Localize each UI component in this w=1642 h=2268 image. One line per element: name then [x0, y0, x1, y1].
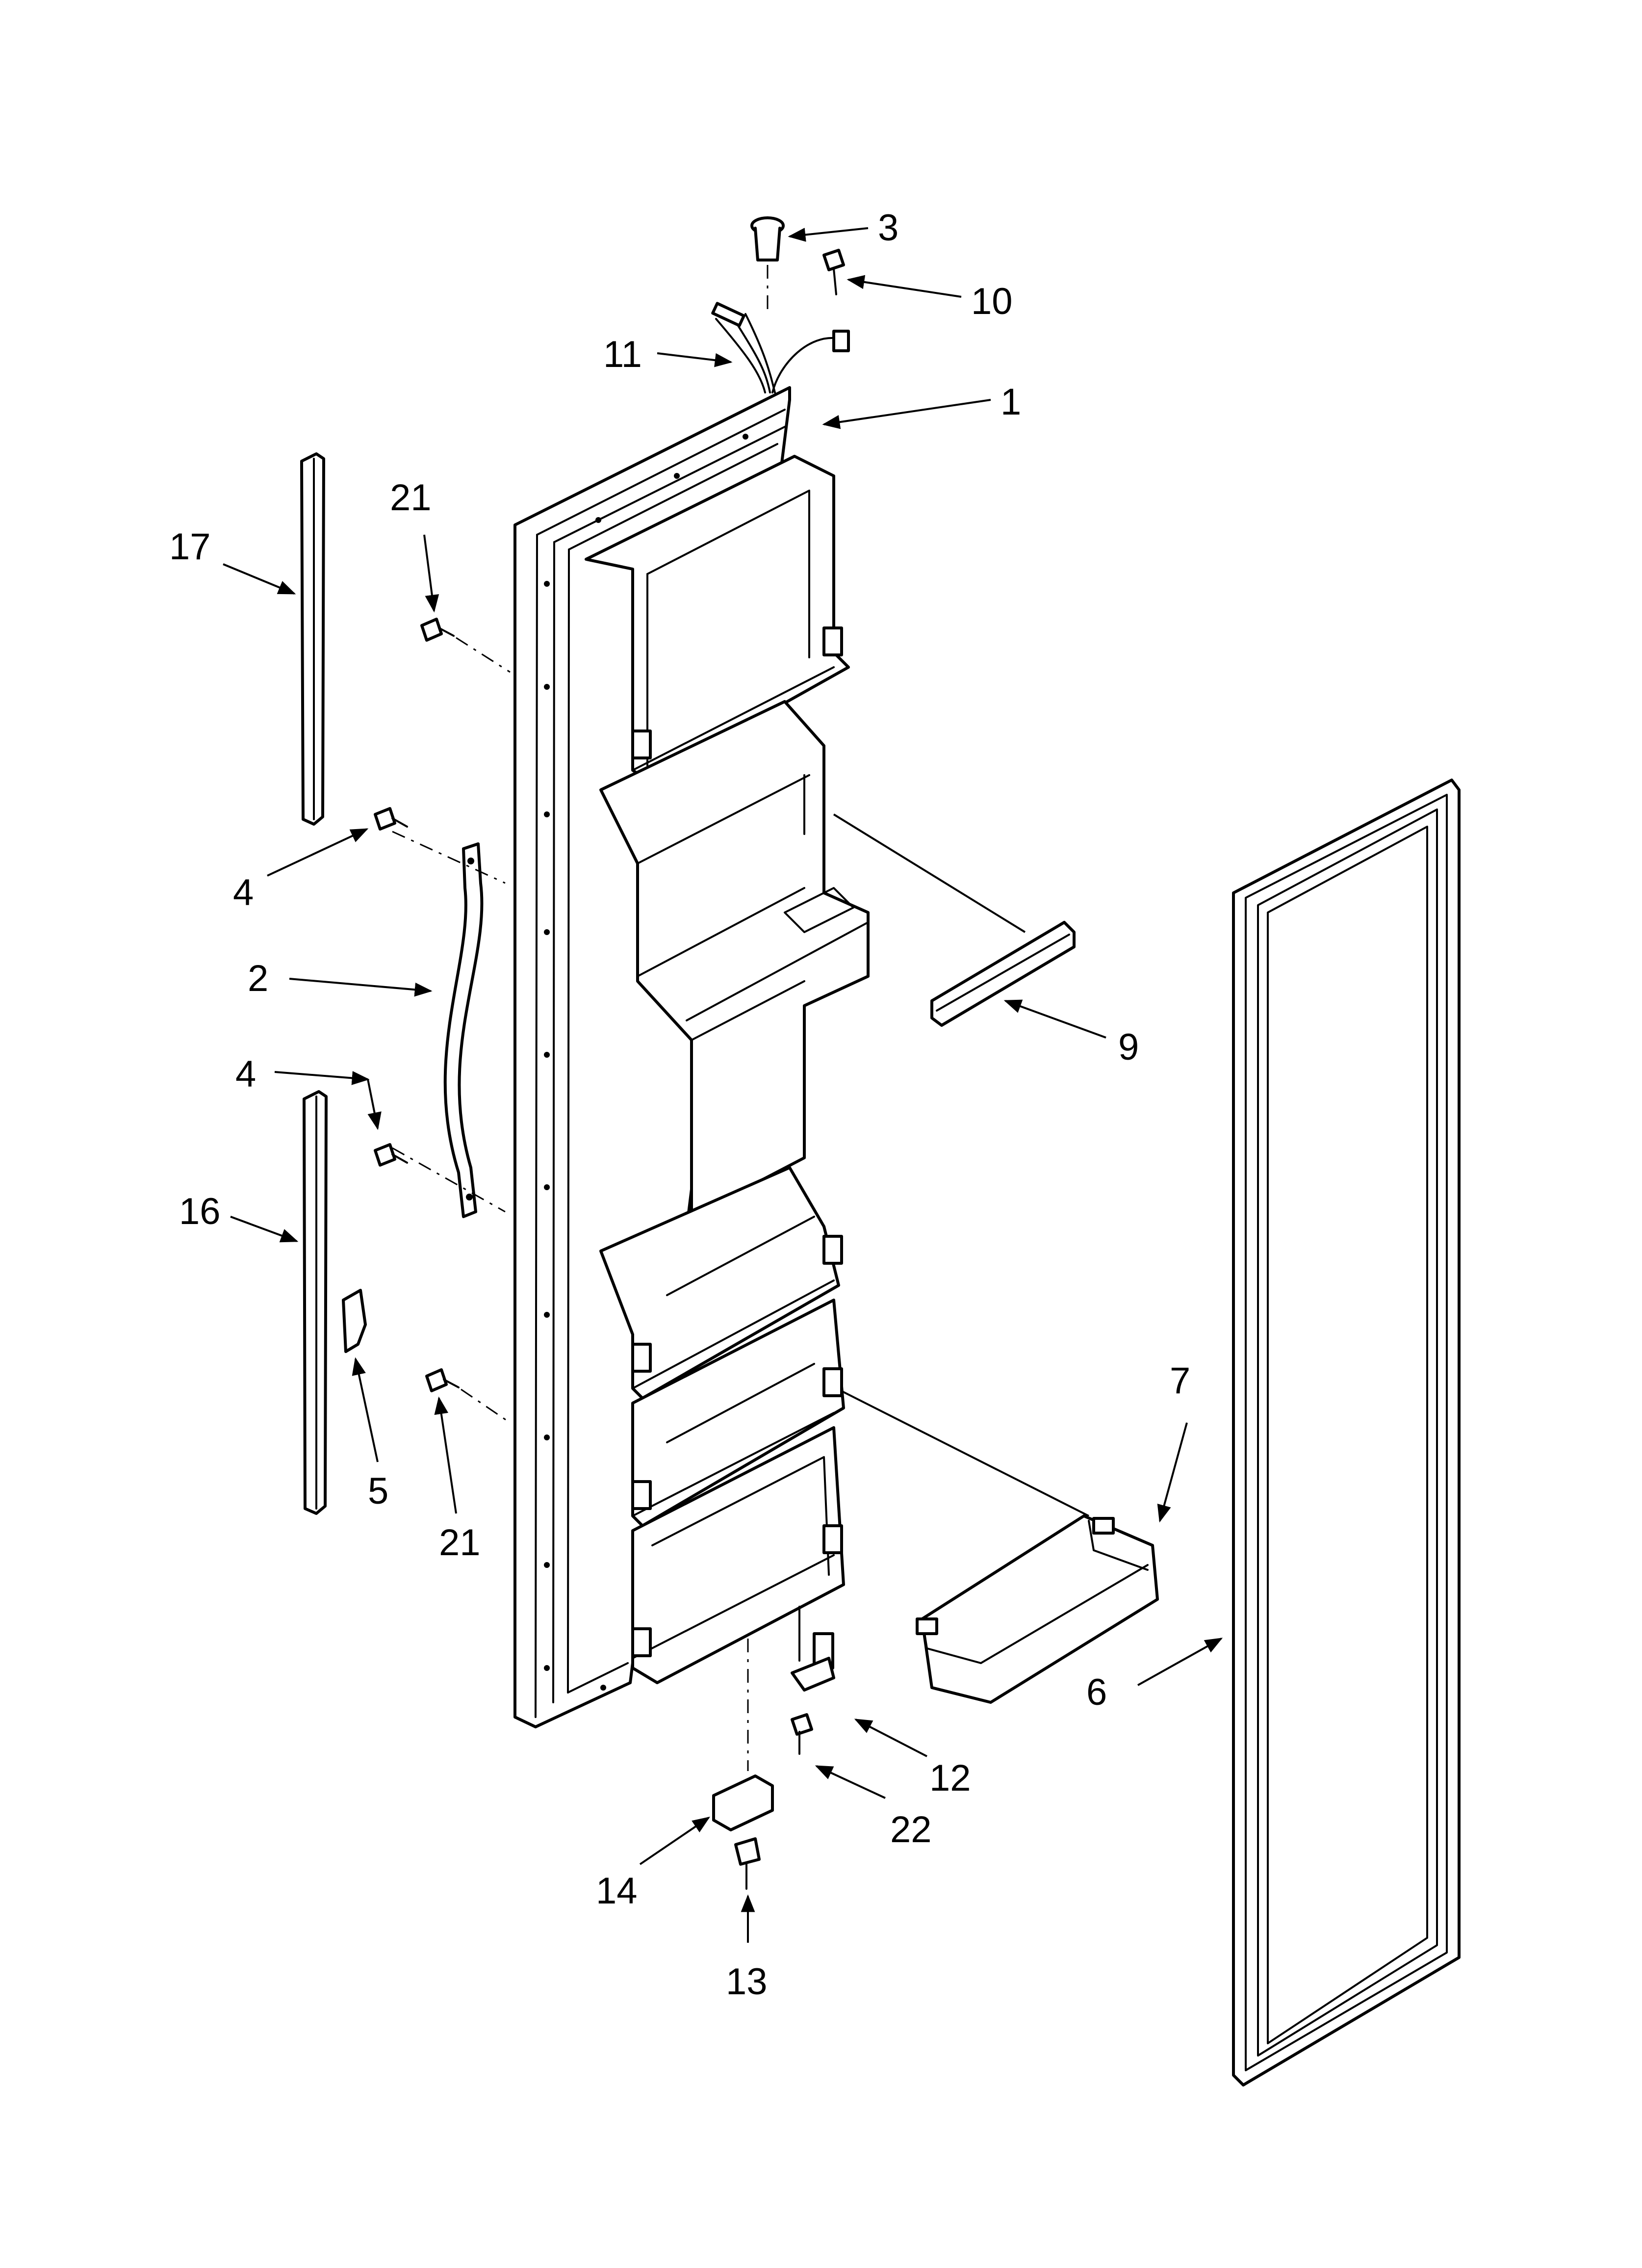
svg-text:3: 3: [878, 207, 898, 249]
callout-4-upper: 4: [233, 828, 369, 913]
svg-text:4: 4: [235, 1053, 256, 1095]
svg-text:4: 4: [233, 872, 254, 913]
screw-4-lower: [374, 1143, 408, 1167]
callout-6: 6: [1086, 1638, 1223, 1713]
callout-4-lower: 4: [235, 1053, 382, 1130]
callout-16: 16: [179, 1191, 299, 1243]
callout-9: 9: [1003, 999, 1139, 1068]
callout-10: 10: [847, 275, 1013, 322]
svg-text:5: 5: [368, 1470, 388, 1512]
svg-text:17: 17: [169, 526, 211, 568]
light-socket: [750, 216, 785, 314]
screw-10: [822, 249, 845, 295]
callout-3: 3: [788, 207, 898, 249]
svg-text:1: 1: [1001, 381, 1021, 423]
lower-bin: [841, 1390, 1159, 1704]
svg-text:21: 21: [439, 1522, 481, 1564]
svg-text:9: 9: [1118, 1026, 1139, 1068]
callout-13: 13: [726, 1894, 768, 2003]
svg-text:6: 6: [1086, 1671, 1107, 1713]
svg-text:7: 7: [1170, 1360, 1190, 1402]
door-panel: [513, 386, 870, 1728]
callout-17: 17: [169, 526, 296, 595]
screw-4-upper: [374, 807, 408, 831]
upper-door-bin: [585, 455, 850, 782]
dispenser-housing: [599, 700, 870, 1218]
svg-text:16: 16: [179, 1191, 221, 1232]
door-edge-holes: [544, 434, 748, 1691]
lower-door-bin-2: [631, 1299, 845, 1527]
clip-5: [342, 1289, 367, 1353]
callout-21-upper: 21: [390, 477, 439, 613]
svg-text:13: 13: [726, 1961, 768, 2003]
door-handle: [392, 831, 506, 1218]
wiring-harness: [711, 302, 850, 393]
hinge-bracket-14: [712, 1639, 774, 1831]
lower-door-bin-1: [599, 1166, 843, 1400]
callout-5: 5: [352, 1357, 388, 1512]
callout-22: 22: [815, 1765, 932, 1851]
screw-13: [734, 1837, 761, 1890]
callout-12: 12: [854, 1719, 971, 1799]
screw-21-lower: [425, 1368, 511, 1424]
lower-door-bin-3: [631, 1426, 845, 1684]
callout-11: 11: [603, 334, 733, 375]
screw-22: [791, 1713, 813, 1755]
svg-text:22: 22: [890, 1809, 932, 1851]
screw-21-upper: [420, 618, 511, 673]
callout-1: 1: [822, 381, 1021, 429]
screws-door: [374, 618, 511, 1424]
svg-text:11: 11: [603, 334, 642, 375]
dispenser-trim: [833, 813, 1076, 1027]
svg-text:2: 2: [248, 958, 268, 999]
door-gasket: [1232, 779, 1461, 2086]
svg-text:12: 12: [929, 1757, 971, 1799]
trim-strip-17: [300, 452, 325, 826]
callout-7: 7: [1157, 1360, 1190, 1523]
hinge-pin-12: [791, 1606, 835, 1692]
svg-text:21: 21: [390, 477, 432, 519]
trim-strip-16: [303, 1090, 328, 1515]
svg-text:10: 10: [971, 281, 1013, 322]
callout-2: 2: [248, 958, 433, 999]
callout-21-lower: 21: [434, 1396, 481, 1564]
callout-14: 14: [596, 1816, 710, 1912]
svg-text:14: 14: [596, 1870, 638, 1912]
